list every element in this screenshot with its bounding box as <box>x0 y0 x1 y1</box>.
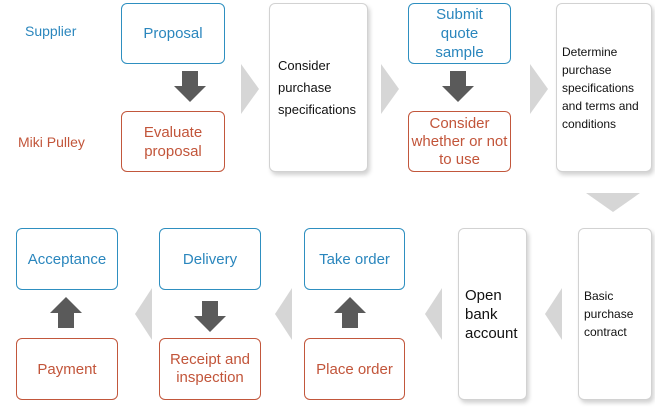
arrow-down-proposal <box>174 71 206 102</box>
supplier-label: Supplier <box>25 23 77 39</box>
arrow-left-2 <box>425 288 442 340</box>
consider-use-box: Consider whether or not to use <box>408 111 511 172</box>
determine-specs-box: Determine purchase specifications and te… <box>556 3 652 172</box>
submit-quote-box: Submit quote sample <box>408 3 511 64</box>
basic-contract-box: Basic purchase contract <box>578 228 652 400</box>
consider-specs-label: Consider purchase specifications <box>278 57 357 117</box>
arrow-right-1 <box>241 64 259 114</box>
place-order-box: Place order <box>304 338 405 400</box>
proposal-box: Proposal <box>121 3 225 64</box>
receipt-inspection-label: Receipt and inspection <box>169 351 251 386</box>
proposal-label: Proposal <box>143 25 203 42</box>
open-account-label: Open bank account <box>465 286 518 342</box>
delivery-box: Delivery <box>159 228 261 290</box>
arrow-down-delivery <box>194 301 226 332</box>
take-order-box: Take order <box>304 228 405 290</box>
acceptance-label: Acceptance <box>27 250 107 268</box>
arrow-left-1 <box>545 288 562 340</box>
payment-label: Payment <box>37 360 97 378</box>
acceptance-box: Acceptance <box>16 228 118 290</box>
miki-pulley-label: Miki Pulley <box>18 134 85 150</box>
arrow-down-turn <box>586 193 640 212</box>
arrow-up-payment <box>50 297 82 328</box>
arrow-left-4 <box>135 288 152 340</box>
arrow-right-3 <box>530 64 548 114</box>
receipt-inspection-box: Receipt and inspection <box>159 338 261 400</box>
open-account-box: Open bank account <box>458 228 527 400</box>
delivery-label: Delivery <box>182 250 238 268</box>
arrow-left-3 <box>275 288 292 340</box>
submit-quote-label: Submit quote sample <box>435 6 484 61</box>
basic-contract-label: Basic purchase contract <box>584 289 634 339</box>
evaluate-proposal-box: Evaluate proposal <box>121 111 225 172</box>
consider-use-label: Consider whether or not to use <box>411 114 508 168</box>
arrow-down-quote <box>442 71 474 102</box>
arrow-right-2 <box>381 64 399 114</box>
determine-specs-label: Determine purchase specifications and te… <box>562 44 639 131</box>
payment-box: Payment <box>16 338 118 400</box>
arrow-up-place-order <box>334 297 366 328</box>
consider-specs-box: Consider purchase specifications <box>269 3 368 172</box>
place-order-label: Place order <box>316 360 393 378</box>
evaluate-proposal-label: Evaluate proposal <box>143 123 203 160</box>
take-order-label: Take order <box>319 250 390 268</box>
